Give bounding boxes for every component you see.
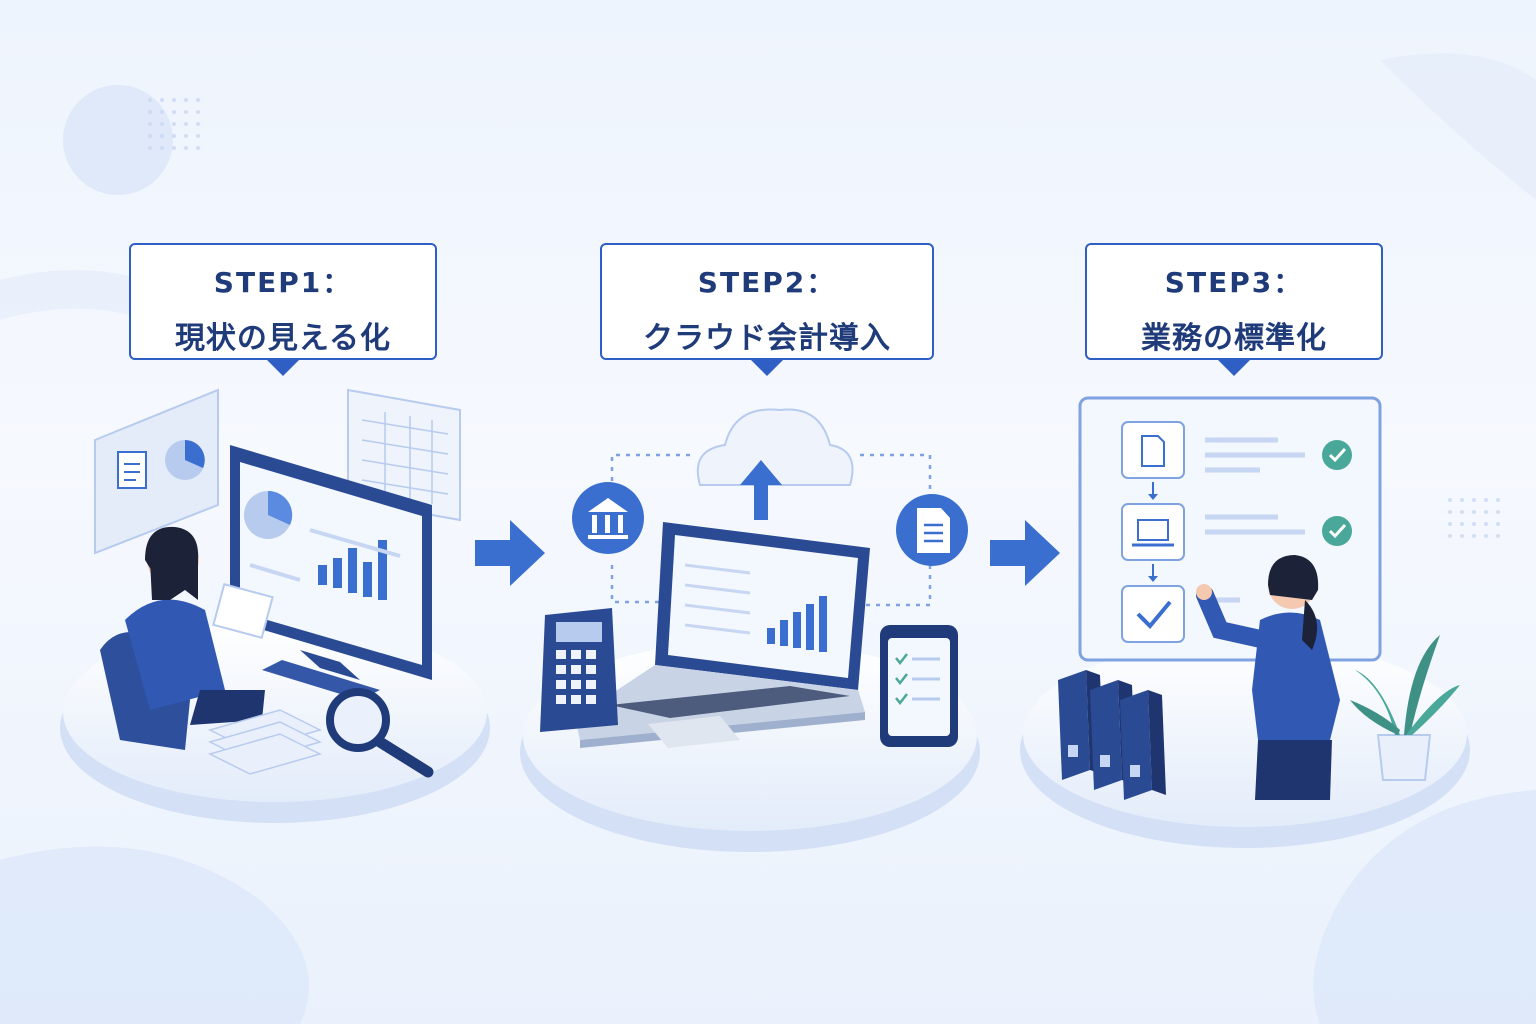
- cloud-upload-icon: [698, 409, 853, 520]
- document-panel: [95, 390, 218, 553]
- process-board: [1080, 398, 1380, 660]
- pie-chart-icon: [244, 491, 292, 539]
- check-icon: [1322, 516, 1352, 546]
- arrow-right-icon: [990, 520, 1060, 586]
- document-icon: [896, 494, 968, 566]
- document-icon: [118, 452, 146, 488]
- calculator-icon: [540, 608, 618, 732]
- laptop-icon: [575, 522, 870, 748]
- bank-icon: [572, 482, 644, 554]
- smartphone-icon: [880, 625, 958, 747]
- pie-chart-icon: [165, 440, 205, 480]
- check-icon: [1322, 440, 1352, 470]
- arrow-right-icon: [475, 520, 545, 586]
